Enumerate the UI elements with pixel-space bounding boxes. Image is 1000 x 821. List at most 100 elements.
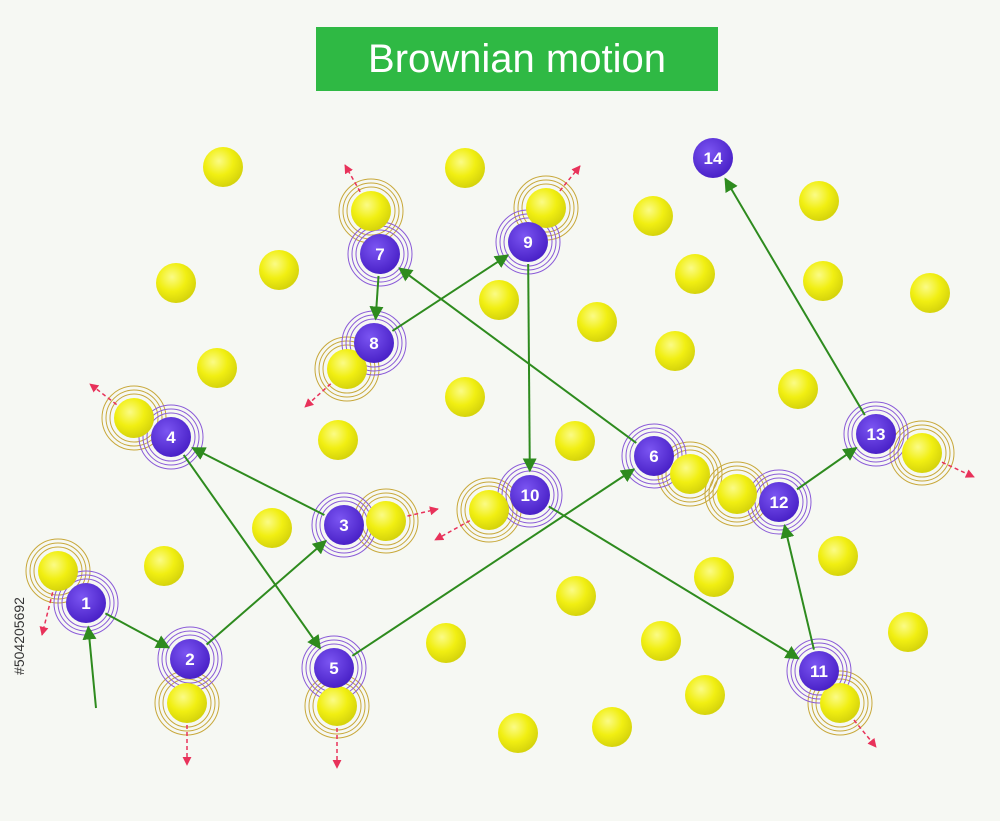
path-arrow bbox=[391, 254, 510, 332]
particle-collision-ring bbox=[786, 638, 852, 704]
particle bbox=[151, 417, 191, 457]
path-arrow bbox=[351, 468, 636, 657]
path-arrow bbox=[522, 263, 537, 473]
particle bbox=[693, 138, 733, 178]
particle-position-7: 7 bbox=[360, 234, 400, 274]
path-arrow bbox=[796, 446, 858, 491]
molecule-collision-ring bbox=[318, 340, 376, 398]
particle-position-1: 1 bbox=[66, 583, 106, 623]
molecule bbox=[685, 675, 725, 715]
particle bbox=[634, 436, 674, 476]
particle-collision-ring bbox=[165, 634, 215, 684]
recoil-arrow bbox=[559, 165, 581, 192]
molecule bbox=[577, 302, 617, 342]
particle-number: 2 bbox=[185, 650, 194, 669]
particle-number: 14 bbox=[704, 149, 723, 168]
molecule bbox=[38, 551, 78, 591]
recoil-arrow bbox=[853, 719, 877, 748]
molecule bbox=[317, 686, 357, 726]
particle-collision-ring bbox=[629, 431, 679, 481]
particle bbox=[354, 323, 394, 363]
particle-collision-ring bbox=[851, 409, 901, 459]
molecule-collision-ring bbox=[464, 485, 514, 535]
molecule bbox=[156, 263, 196, 303]
particle-number: 8 bbox=[369, 334, 378, 353]
molecule-collision-ring bbox=[322, 344, 372, 394]
molecule bbox=[469, 490, 509, 530]
molecule bbox=[426, 623, 466, 663]
particle-number: 13 bbox=[867, 425, 886, 444]
molecule-collision-ring bbox=[665, 449, 715, 499]
recoil-arrow bbox=[304, 383, 332, 408]
particle bbox=[66, 583, 106, 623]
recoil-arrow bbox=[39, 592, 54, 636]
molecule-recoil-arrows bbox=[39, 164, 975, 769]
molecule bbox=[675, 254, 715, 294]
recoil-arrow bbox=[89, 383, 118, 406]
molecule bbox=[197, 348, 237, 388]
particle-position-9: 9 bbox=[508, 222, 548, 262]
molecule bbox=[803, 261, 843, 301]
molecule bbox=[498, 713, 538, 753]
particle-number: 7 bbox=[375, 245, 384, 264]
molecule bbox=[641, 621, 681, 661]
path-arrow bbox=[548, 505, 800, 660]
molecule bbox=[203, 147, 243, 187]
molecule bbox=[818, 536, 858, 576]
particle-number: 9 bbox=[523, 233, 532, 252]
particle-number: 1 bbox=[81, 594, 90, 613]
molecule-collision-ring bbox=[893, 424, 951, 482]
path-arrow bbox=[780, 523, 815, 650]
molecule bbox=[633, 196, 673, 236]
molecule bbox=[670, 454, 710, 494]
particle bbox=[508, 222, 548, 262]
stock-image-id: #504205692 bbox=[11, 597, 27, 675]
particle bbox=[856, 414, 896, 454]
particle-number: 3 bbox=[339, 516, 348, 535]
molecule bbox=[526, 188, 566, 228]
path-arrow bbox=[104, 612, 171, 649]
particle-position-4: 4 bbox=[151, 417, 191, 457]
particle-position-13: 13 bbox=[856, 414, 896, 454]
particle-position-12: 12 bbox=[759, 482, 799, 522]
molecule bbox=[114, 398, 154, 438]
particle-number: 12 bbox=[770, 493, 789, 512]
molecule bbox=[820, 683, 860, 723]
particle-collision-ring bbox=[790, 642, 848, 700]
particle-position-11: 11 bbox=[799, 651, 839, 691]
particle-position-14: 14 bbox=[693, 138, 733, 178]
particle bbox=[799, 651, 839, 691]
recoil-arrow bbox=[344, 164, 361, 193]
path-arrow bbox=[369, 275, 384, 321]
particle-number: 4 bbox=[166, 428, 176, 447]
particle-position-2: 2 bbox=[170, 639, 210, 679]
particle bbox=[170, 639, 210, 679]
path-arrow bbox=[205, 539, 327, 646]
particle-collision-ring bbox=[847, 405, 905, 463]
particle bbox=[510, 475, 550, 515]
diagram-title: Brownian motion bbox=[316, 27, 718, 91]
molecule bbox=[655, 331, 695, 371]
particle bbox=[314, 648, 354, 688]
molecule bbox=[318, 420, 358, 460]
molecule bbox=[902, 433, 942, 473]
molecule bbox=[259, 250, 299, 290]
molecule bbox=[555, 421, 595, 461]
recoil-arrow bbox=[941, 461, 975, 478]
particle-collision-ring bbox=[843, 401, 909, 467]
particle-path bbox=[82, 177, 866, 709]
particle-position-6: 6 bbox=[634, 436, 674, 476]
path-arrow bbox=[191, 446, 325, 516]
molecule bbox=[888, 612, 928, 652]
colliding-molecules bbox=[38, 188, 942, 726]
particle-position-5: 5 bbox=[314, 648, 354, 688]
path-arrow bbox=[724, 177, 866, 416]
molecule bbox=[351, 191, 391, 231]
path-arrow bbox=[82, 625, 97, 709]
particle-collision-ring bbox=[794, 646, 844, 696]
molecule bbox=[366, 501, 406, 541]
molecule bbox=[167, 683, 207, 723]
particle-position-10: 10 bbox=[510, 475, 550, 515]
molecule bbox=[479, 280, 519, 320]
